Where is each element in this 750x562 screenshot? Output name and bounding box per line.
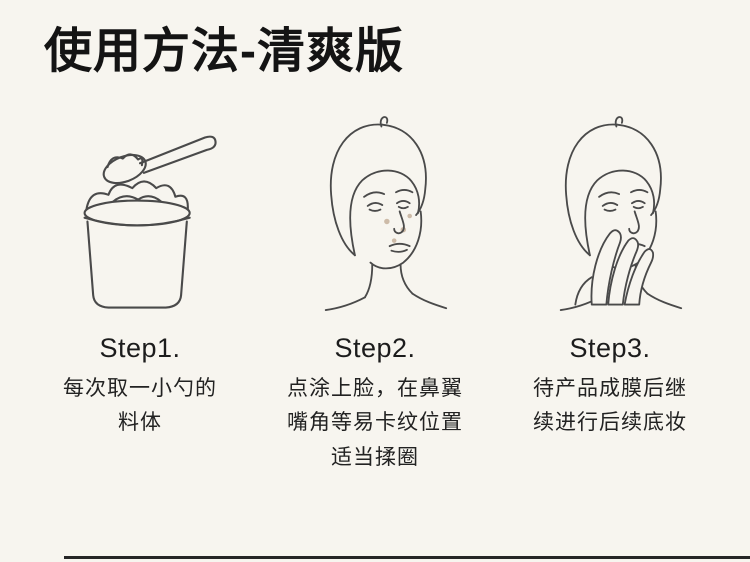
step-3-description: 待产品成膜后继 续进行后续底妆 [533,372,687,441]
step-2-label: Step2. [334,332,416,363]
step-1-desc-line: 料体 [118,411,162,435]
steps-row: Step1. 每次取一小勺的 料体 [0,109,750,476]
step-2-desc-line: 嘴角等易卡纹位置 [287,411,463,435]
step-1: Step1. 每次取一小勺的 料体 [24,109,256,476]
jar-spoon-illustration-icon [54,109,226,321]
page-title: 使用方法-清爽版 [44,25,404,78]
step-3-label: Step3. [569,332,651,363]
face-hand-illustration-icon [514,109,706,321]
step-1-desc-line: 每次取一小勺的 [63,376,217,400]
step-2: Step2. 点涂上脸，在鼻翼 嘴角等易卡纹位置 适当揉圈 [259,109,491,476]
face-hand-svg [559,116,683,311]
face-dots-illustration-icon [279,109,471,321]
step-3-desc-line: 续进行后续底妆 [533,411,687,435]
step-2-description: 点涂上脸，在鼻翼 嘴角等易卡纹位置 适当揉圈 [287,372,463,476]
step-1-label: Step1. [99,332,181,363]
step-3-desc-line: 待产品成膜后继 [533,376,687,400]
step-2-desc-line: 适当揉圈 [331,446,419,470]
step-2-desc-line: 点涂上脸，在鼻翼 [287,376,463,400]
jar-spoon-svg [83,135,217,309]
step-1-description: 每次取一小勺的 料体 [63,372,217,441]
bottom-divider [64,556,750,559]
face-dots-svg [324,116,448,311]
step-3: Step3. 待产品成膜后继 续进行后续底妆 [494,109,726,476]
